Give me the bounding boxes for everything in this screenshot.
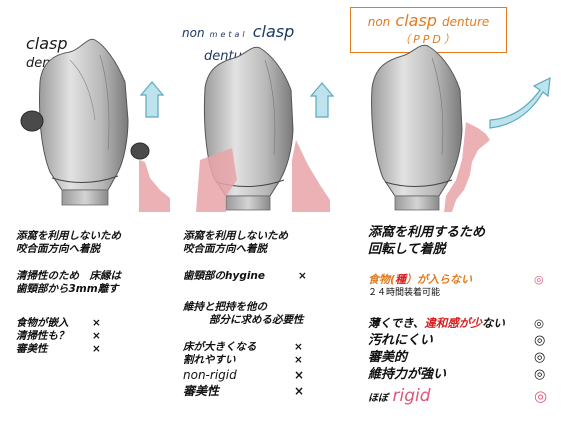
panel1-note-3: 清掃性のため 床縁は [16, 270, 121, 282]
panel2-mark-3: × [298, 270, 307, 282]
panel3-note-9b: rigid [392, 386, 431, 406]
panel2-note-6: 床が大きくなる [183, 341, 257, 353]
tooth-3 [371, 44, 463, 211]
panel1-mark-7: × [92, 343, 101, 355]
panel2-mark-9: × [294, 384, 305, 398]
clasp-ball-left [20, 110, 44, 132]
panel2-note-7: 割れやすい [183, 354, 236, 366]
panel2-note-5: 部分に求める必要性 [209, 314, 304, 326]
panel2-row-7: 割れやすい × [183, 354, 353, 367]
clasp-ball-right [130, 142, 150, 160]
tooth-illustration [20, 38, 551, 212]
panel2-notes: 添窩を利用しないため 咬合面方向へ着脱 歯頸部のhygine × 維持と把持を他… [183, 230, 353, 399]
panel3-title-box: non clasp denture （PPD） [350, 7, 507, 53]
panel2-title-non: non [182, 26, 205, 40]
denture-base-3 [444, 122, 490, 212]
panel3-mark-3: ◎ [534, 273, 544, 286]
panel1-mark-5: × [92, 317, 101, 329]
panel3-title-ppd: （PPD） [399, 33, 458, 46]
panel3-note-5a: 薄くでき、 [368, 316, 425, 330]
panel3-mark-8: ◎ [534, 367, 546, 382]
panel3-row-9: ほぼ rigid ◎ [368, 388, 558, 407]
panel3-notes: 添窩を利用するため 回転して着脱 食物(種）が入らない ◎ ２４時間装着可能 薄… [368, 224, 558, 407]
panel3-note-6: 汚れにくい [368, 333, 433, 348]
panel1-notes: 添窩を利用しないため 咬合面方向へ着脱 清掃性のため 床縁は 歯頸部から3mm離… [16, 230, 166, 356]
panel3-note-5c: ない [481, 316, 505, 330]
panel3-note-5b: 違和感が少 [424, 316, 482, 330]
panel1-note-1: 添窩を利用しないため [16, 230, 121, 242]
panel3-row-5: 薄くでき、違和感が少ない ◎ [368, 315, 558, 332]
panel2-row-8: non-rigid × [183, 367, 353, 383]
panel1-note-6: 清掃性も？ [16, 330, 69, 342]
panel2-note-1: 添窩を利用しないため [183, 230, 288, 242]
panel3-mark-6: ◎ [534, 333, 546, 348]
panel1-row-6: 清掃性も？ × [16, 330, 166, 343]
panel2-row-9: 審美性 × [183, 383, 353, 399]
panel3-note-9a: ほぼ [368, 393, 388, 404]
panel3-mark-5: ◎ [534, 316, 545, 330]
panel2-note-9: 審美性 [183, 384, 220, 398]
panel3-note-3b: 種 [395, 273, 407, 286]
tooth-1 [39, 38, 129, 206]
arrow-up-2 [309, 82, 335, 118]
panel2-title-clasp: clasp [252, 22, 295, 41]
panel3-mark-7: ◎ [534, 350, 546, 365]
panel3-title-non: non [367, 15, 391, 29]
panel1-row-5: 食物が嵌入 × [16, 317, 166, 330]
panel2-mark-6: × [294, 341, 303, 353]
panel3-row-7: 審美的 ◎ [368, 349, 558, 366]
panel2-note-3: 歯頸部のhygine [183, 270, 266, 282]
panel2-mark-7: × [294, 354, 303, 366]
panel2-note-4: 維持と把持を他の [183, 301, 267, 313]
panel3-row-8: 維持力が強い ◎ [368, 366, 558, 383]
panel3-note-3a: 食物( [368, 273, 396, 286]
panel1-note-2: 咬合面方向へ着脱 [16, 243, 100, 255]
panel1-note-5: 食物が嵌入 [16, 317, 69, 329]
arrow-rotate [489, 76, 551, 129]
panel1-mark-6: × [92, 330, 101, 342]
arrow-up-1 [139, 81, 165, 118]
denture-base-2-left [196, 148, 237, 212]
panel3-note-3c: ）が入らない [406, 273, 473, 286]
panel3-note-8: 維持力が強い [368, 367, 447, 382]
panel2-title-metal: metal [209, 30, 248, 39]
panel3-note-2: 回転して着脱 [368, 242, 446, 257]
panel1-note-7: 審美性 [16, 343, 48, 355]
denture-base-2-right [292, 140, 330, 212]
panel1-note-4: 歯頸部から3mm離す [16, 283, 119, 295]
panel3-note-4: ２４時間装着可能 [368, 288, 441, 298]
panel3-note-7: 審美的 [368, 350, 408, 365]
panel1-row-7: 審美性 × [16, 343, 166, 356]
panel2-note-8: non-rigid [183, 368, 237, 382]
panel1-title-clasp: clasp [26, 34, 68, 53]
panel3-title-denture: denture [442, 15, 490, 29]
panel3-mark-9: ◎ [534, 387, 548, 405]
panel3-row-3: 食物(種）が入らない ◎ [368, 273, 558, 287]
panel2-note-2: 咬合面方向へ着脱 [183, 243, 267, 255]
panel2-row-6: 床が大きくなる × [183, 341, 353, 354]
denture-base-1 [139, 160, 170, 212]
panel3-note-1: 添窩を利用するため [368, 225, 486, 240]
panel3-row-6: 汚れにくい ◎ [368, 332, 558, 349]
panel2-row-3: 歯頸部のhygine × [183, 270, 353, 283]
panel2-mark-8: × [294, 368, 305, 382]
panel3-title-clasp: clasp [395, 11, 437, 30]
